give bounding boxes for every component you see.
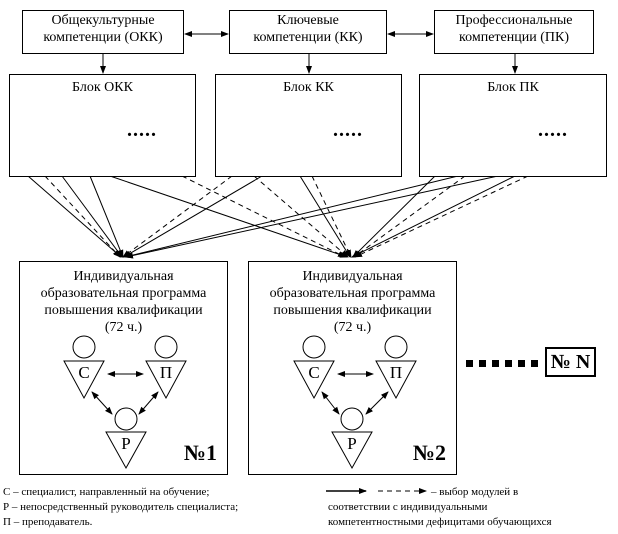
- block-pk: Блок ПК .....: [419, 74, 607, 177]
- program-2-hours: (72 ч.): [333, 320, 372, 335]
- competency-pk-line1: Профессиональные: [455, 13, 573, 28]
- role-triangle-s-2: [293, 360, 335, 400]
- continuation-dots: [466, 360, 538, 367]
- dashed-arrows-to-program-1: [44, 175, 233, 258]
- competency-kk: Ключевые компетенции (КК): [229, 10, 387, 54]
- block-pk-title: Блок ПК: [487, 80, 539, 95]
- competency-kk-line1: Ключевые: [277, 13, 339, 28]
- program-1-text: Индивидуальная образовательная программа…: [20, 268, 227, 336]
- program-1-number: №1: [183, 440, 217, 465]
- role-circle-s-2: [302, 335, 326, 359]
- role-label-p-2: П: [389, 363, 403, 382]
- program-2-line1: Индивидуальная: [302, 269, 403, 284]
- role-circle-s-1: [72, 335, 96, 359]
- legend-arrows-line3: компетентностными дефицитами обучающихся: [328, 516, 552, 528]
- legend-role-r: Р – непосредственный руководитель специа…: [3, 501, 239, 513]
- role-label-r-2: Р: [347, 434, 357, 453]
- role-triangle-r-2: [331, 431, 373, 470]
- solid-arrows-to-program-2: [109, 175, 516, 258]
- program-1-line3: повышения квалификации: [44, 303, 203, 318]
- role-triangle-p-2: [375, 360, 417, 400]
- program-1-line2: образовательная программа: [40, 286, 207, 301]
- program-2-line2: образовательная программа: [269, 286, 436, 301]
- legend-role-p: П – преподаватель.: [3, 516, 93, 528]
- solid-arrows-to-program-1: [27, 175, 499, 259]
- role-label-p-1: П: [159, 363, 173, 382]
- role-triangle-r-1: [105, 431, 147, 470]
- block-okk-dots: .....: [127, 119, 157, 141]
- competency-okk: Общекультурные компетенции (ОКК): [22, 10, 184, 54]
- role-triangle-group-1: [63, 335, 187, 470]
- role-triangle-s-1: [63, 360, 105, 400]
- program-2: Индивидуальная образовательная программа…: [248, 261, 457, 475]
- role-circle-r-2: [340, 407, 364, 431]
- block-kk-title: Блок КК: [283, 80, 334, 95]
- role-label-r-1: Р: [121, 434, 131, 453]
- dashed-arrows-to-program-2: [181, 175, 529, 258]
- competency-kk-line2: компетенции (КК): [253, 30, 363, 45]
- program-2-text: Индивидуальная образовательная программа…: [249, 268, 456, 336]
- role-circle-r-1: [114, 407, 138, 431]
- role-circle-p-1: [154, 335, 178, 359]
- competency-okk-line2: компетенции (ОКК): [43, 30, 163, 45]
- competency-pk: Профессиональные компетенции (ПК): [434, 10, 594, 54]
- program-2-number: №2: [412, 440, 446, 465]
- role-triangle-p-1: [145, 360, 187, 400]
- program-1-hours: (72 ч.): [104, 320, 143, 335]
- block-okk: Блок ОКК .....: [9, 74, 196, 177]
- legend-arrows: – выбор модулей в соответствии с индивид…: [328, 485, 552, 530]
- block-kk: Блок КК .....: [215, 74, 402, 177]
- program-1-line1: Индивидуальная: [73, 269, 174, 284]
- program-2-line3: повышения квалификации: [273, 303, 432, 318]
- competency-pk-line2: компетенции (ПК): [459, 30, 569, 45]
- block-pk-dots: .....: [538, 119, 568, 141]
- block-kk-dots: .....: [333, 119, 363, 141]
- program-n-box: № N: [545, 347, 596, 377]
- block-okk-title: Блок ОКК: [72, 80, 133, 95]
- legend-role-s: С – специалист, направленный на обучение…: [3, 486, 210, 498]
- role-label-s-1: С: [78, 363, 90, 382]
- role-circle-p-2: [384, 335, 408, 359]
- role-triangle-group-2: [293, 335, 417, 470]
- legend-roles: С – специалист, направленный на обучение…: [3, 485, 238, 530]
- role-label-s-2: С: [308, 363, 320, 382]
- legend-arrows-line2: соответствии с индивидуальными: [328, 501, 488, 513]
- legend-arrows-line1: – выбор модулей в: [431, 486, 519, 498]
- competency-okk-line1: Общекультурные: [51, 13, 155, 28]
- program-1: Индивидуальная образовательная программа…: [19, 261, 228, 475]
